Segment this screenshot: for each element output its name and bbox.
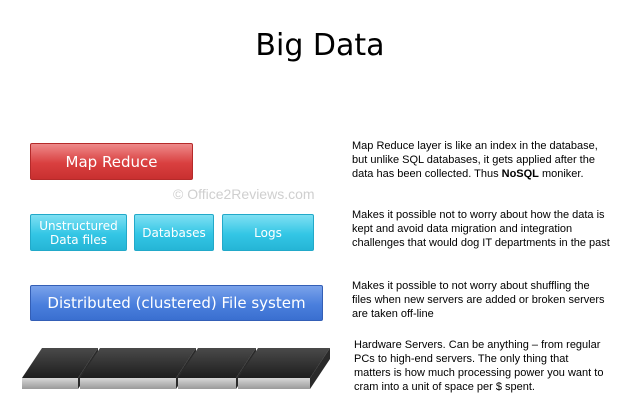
map-reduce-label: Map Reduce	[65, 152, 158, 171]
unstructured-label: Unstructured Data files	[39, 219, 117, 247]
nosql-term: NoSQL	[501, 168, 539, 180]
file-system-layer: Distributed (clustered) File system	[30, 285, 323, 321]
hardware-servers-graphic	[22, 348, 330, 389]
file-system-note: Makes it possible to not worry about shu…	[352, 280, 605, 320]
map-reduce-note-text: Map Reduce layer is like an index in the…	[352, 140, 598, 180]
map-reduce-note-end: moniker.	[538, 168, 584, 180]
page-title: Big Data	[255, 28, 385, 63]
map-reduce-layer: Map Reduce	[30, 143, 193, 180]
unstructured-label-line1: Unstructured	[39, 218, 118, 233]
unstructured-data-box: Unstructured Data files	[30, 214, 127, 251]
databases-label: Databases	[142, 225, 206, 240]
logs-label: Logs	[254, 225, 282, 240]
databases-box: Databases	[134, 214, 214, 251]
hardware-note: Hardware Servers. Can be anything – from…	[354, 339, 604, 393]
unstructured-label-line2: Data files	[50, 232, 107, 247]
data-sources-note: Makes it possible not to worry about how…	[352, 209, 610, 249]
logs-box: Logs	[222, 214, 314, 251]
server-unit-4	[238, 348, 330, 389]
watermark-text: © Office2Reviews.com	[173, 186, 315, 202]
file-system-label: Distributed (clustered) File system	[47, 294, 306, 312]
map-reduce-note: Map Reduce layer is like an index in the…	[352, 139, 602, 181]
